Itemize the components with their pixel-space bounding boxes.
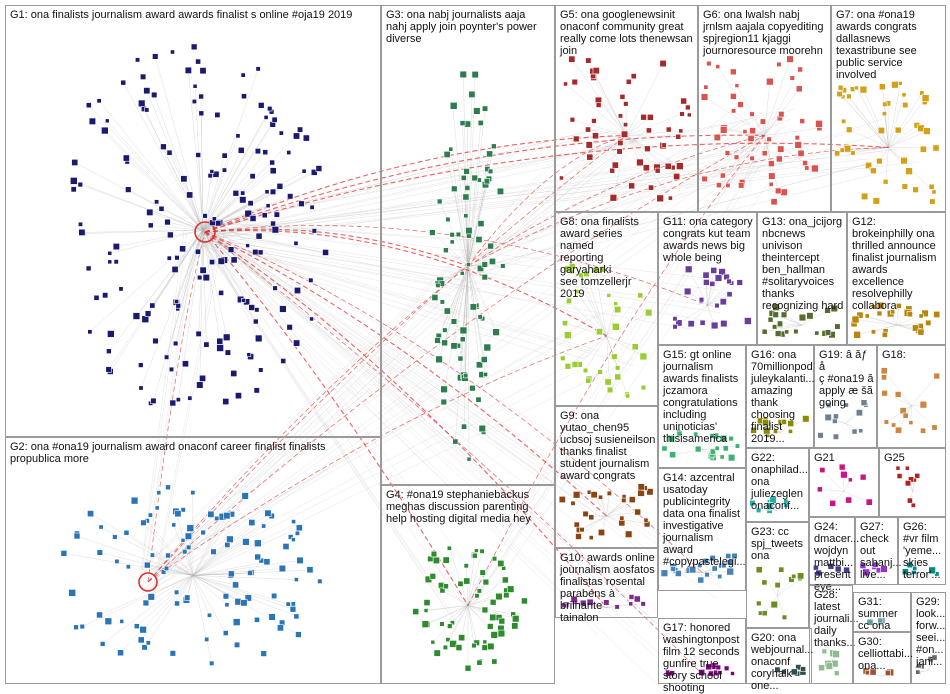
group-panel-g9: G9: ona yutao_chen95 ucbsoj susieneilson…	[555, 406, 658, 548]
group-panel-g6: G6: ona lwalsh nabj jrnlsm aajala copyed…	[698, 5, 831, 212]
group-label-g14: G14: azcentral usatoday publicintegrity …	[663, 472, 746, 568]
group-label-g5: G5: ona googlenewsinit onaconf community…	[560, 9, 693, 57]
group-label-g30: G30: celliottabi... ona...	[858, 636, 913, 672]
group-panel-g27: G27: check out sahanj... live...	[855, 517, 898, 585]
group-panel-g31: G31: summer cc ona	[853, 592, 911, 632]
group-panel-g23: G23: cc spj_tweets ona	[746, 522, 809, 628]
group-panel-g21: G21	[809, 448, 879, 517]
group-label-g7: G7: ona #ona19 awards congrats dallasnew…	[836, 9, 917, 81]
group-label-g23: G23: cc spj_tweets ona	[751, 526, 803, 562]
group-panel-g30: G30: celliottabi... ona...	[853, 632, 911, 684]
group-panel-g8: G8: ona finalists award series named rep…	[555, 212, 658, 406]
group-panel-g19: G19: â ăƒ å ç #ona19 ă apply æ šã going	[814, 345, 877, 448]
group-label-g31: G31: summer cc ona	[858, 596, 898, 632]
group-panel-g20: G20: ona webjournal... onaconf coryhaik …	[746, 628, 812, 684]
group-label-g10: G10: awards online journalism aosfatos f…	[560, 552, 657, 624]
group-panel-g25: G25	[879, 448, 946, 517]
group-panel-g5: G5: ona googlenewsinit onaconf community…	[555, 5, 698, 212]
group-label-g24: G24: dmacer... wojdyn mattbi... present …	[814, 521, 859, 593]
group-label-g18: G18:	[882, 349, 906, 361]
group-label-g29: G29: look... forw... seei... #on... jani…	[916, 596, 945, 668]
group-panel-g24: G24: dmacer... wojdyn mattbi... present …	[809, 517, 855, 585]
group-panel-g13: G13: ona_jcijorg nbcnews univison theint…	[757, 212, 847, 345]
group-label-g20: G20: ona webjournal... onaconf coryhaik …	[751, 632, 813, 692]
group-label-g3: G3: ona nabj journalists aaja nahj apply…	[386, 9, 537, 45]
group-label-g13: G13: ona_jcijorg nbcnews univison theint…	[762, 216, 843, 312]
group-label-g27: G27: check out sahanj... live...	[860, 521, 902, 581]
group-panel-g15: G15: gt online journalism awards finalis…	[658, 345, 746, 468]
group-panel-g16: G16: ona 70millionpod juleykalanti... am…	[746, 345, 814, 448]
group-label-g25: G25	[884, 452, 905, 464]
group-label-g2: G2: ona #ona19 journalism award onaconf …	[10, 441, 326, 465]
group-panel-g3: G3: ona nabj journalists aaja nahj apply…	[381, 5, 555, 485]
group-panel-g1: G1: ona finalists journalism award award…	[5, 5, 381, 437]
group-label-g28: G28: latest journali... daily thanks...	[814, 589, 859, 649]
group-panel-g29: G29: look... forw... seei... #on... jani…	[911, 592, 946, 684]
group-panel-g28: G28: latest journali... daily thanks...	[809, 585, 853, 684]
group-panel-g11: G11: ona category congrats kut team awar…	[658, 212, 757, 345]
group-label-g26: G26: #vr film 'yeme... skies terror'...	[903, 521, 941, 581]
group-label-g17: G17: honored washingtonpost film 12 seco…	[663, 622, 739, 694]
group-panel-g26: G26: #vr film 'yeme... skies terror'...	[898, 517, 946, 585]
group-panel-g10: G10: awards online journalism aosfatos f…	[555, 548, 658, 618]
group-panel-g4: G4: #ona19 stephaniebackus meghas discus…	[381, 485, 555, 684]
group-panel-g18: G18:	[877, 345, 946, 448]
group-label-g19: G19: â ăƒ å ç #ona19 ă apply æ šã going	[819, 349, 876, 409]
group-label-g15: G15: gt online journalism awards finalis…	[663, 349, 738, 445]
group-panel-g7: G7: ona #ona19 awards congrats dallasnew…	[831, 5, 946, 212]
group-label-g8: G8: ona finalists award series named rep…	[560, 216, 657, 300]
group-panel-g22: G22: onaphilad... ona juliezeglen onacon…	[746, 448, 809, 522]
group-label-g9: G9: ona yutao_chen95 ucbsoj susieneilson…	[560, 410, 655, 482]
group-panel-g12: G12: brokeinphilly ona thrilled announce…	[847, 212, 946, 345]
group-panel-g17: G17: honored washingtonpost film 12 seco…	[658, 618, 746, 684]
group-label-g21: G21	[814, 452, 835, 464]
group-label-g16: G16: ona 70millionpod juleykalanti... am…	[751, 349, 815, 445]
group-label-g6: G6: ona lwalsh nabj jrnlsm aajala copyed…	[703, 9, 823, 57]
group-label-g11: G11: ona category congrats kut team awar…	[663, 216, 753, 264]
group-panel-g2: G2: ona #ona19 journalism award onaconf …	[5, 437, 381, 684]
group-panel-g14: G14: azcentral usatoday publicintegrity …	[658, 468, 746, 591]
group-label-g12: G12: brokeinphilly ona thrilled announce…	[852, 216, 936, 312]
group-label-g22: G22: onaphilad... ona juliezeglen onacon…	[751, 452, 808, 512]
group-label-g1: G1: ona finalists journalism award award…	[10, 9, 352, 21]
group-label-g4: G4: #ona19 stephaniebackus meghas discus…	[386, 489, 531, 525]
